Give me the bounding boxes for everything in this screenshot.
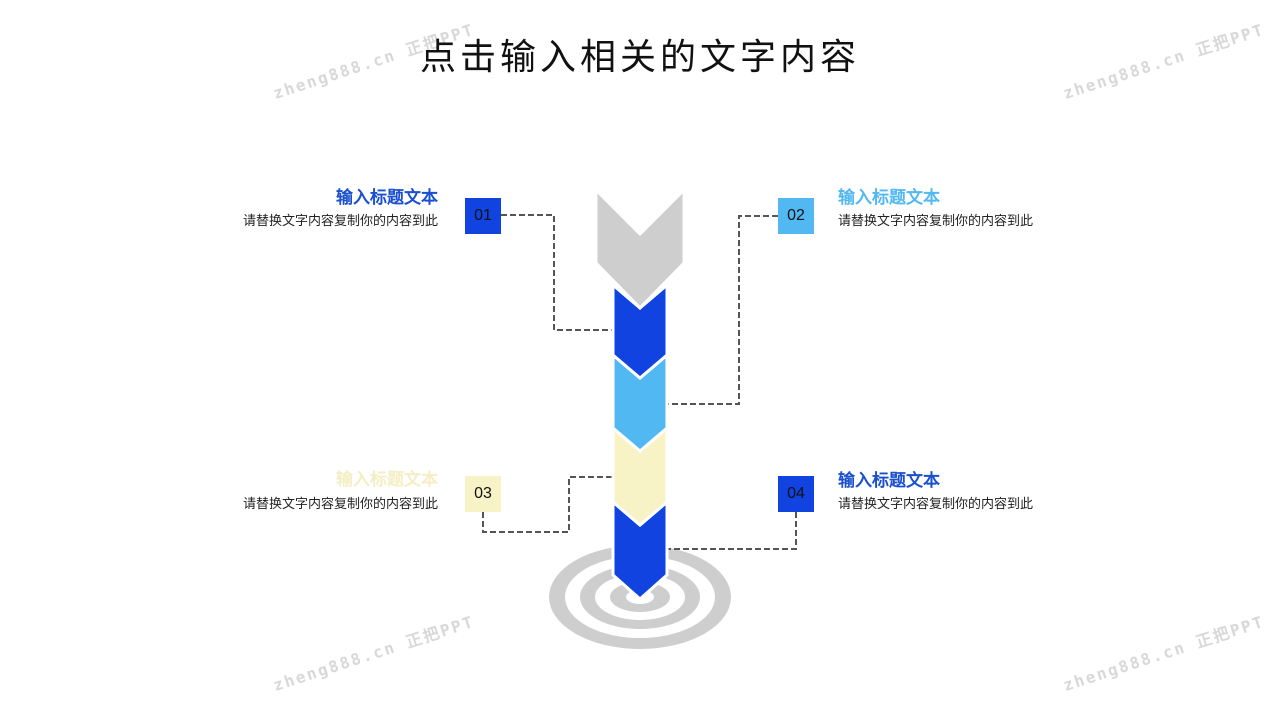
item-4-number: 04 bbox=[778, 476, 814, 512]
slide-title[interactable]: 点击输入相关的文字内容 bbox=[419, 37, 860, 78]
item-1-desc[interactable]: 请替换文字内容复制你的内容到此 bbox=[242, 214, 438, 229]
item-4-heading[interactable]: 输入标题文本 bbox=[838, 471, 940, 491]
item-1-number: 01 bbox=[465, 198, 501, 234]
item-3-heading[interactable]: 输入标题文本 bbox=[336, 470, 438, 490]
item-1-heading[interactable]: 输入标题文本 bbox=[336, 188, 438, 208]
item-3-desc[interactable]: 请替换文字内容复制你的内容到此 bbox=[242, 497, 438, 512]
item-2-desc[interactable]: 请替换文字内容复制你的内容到此 bbox=[838, 214, 1034, 229]
connector-lines bbox=[482, 214, 797, 550]
item-2-number: 02 bbox=[778, 198, 814, 234]
item-2-heading[interactable]: 输入标题文本 bbox=[838, 188, 940, 208]
arrow-tail bbox=[594, 186, 686, 311]
item-3-number: 03 bbox=[465, 476, 501, 512]
item-4-desc[interactable]: 请替换文字内容复制你的内容到此 bbox=[838, 497, 1034, 512]
